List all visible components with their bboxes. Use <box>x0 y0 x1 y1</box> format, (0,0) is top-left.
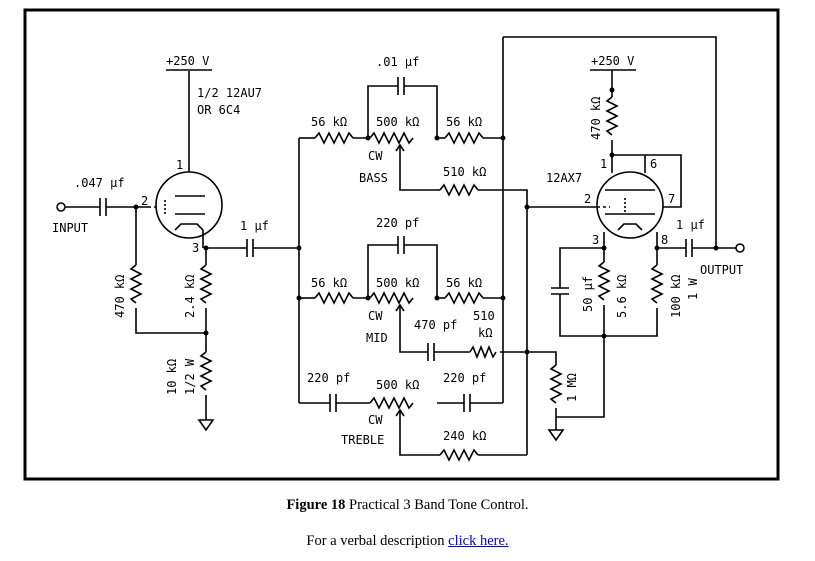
output-cap <box>685 239 693 257</box>
treble-output-resistor <box>439 448 479 462</box>
label-supply-right: +250 V <box>591 54 634 68</box>
label-tube-left-1: 1/2 12AU7 <box>197 86 262 100</box>
label-input-cap: .047 µf <box>74 176 125 190</box>
label-grid-resistor-a: 470 kΩ <box>113 275 127 318</box>
label-pin1-right: 1 <box>600 157 607 171</box>
figure-title: Practical 3 Band Tone Control. <box>349 497 529 513</box>
plate-resistor-470k <box>605 96 619 136</box>
treble-pot <box>369 396 414 410</box>
cathode-resistor-5k6 <box>597 261 611 301</box>
label-input: INPUT <box>52 221 88 235</box>
label-pin7-right: 7 <box>668 192 675 206</box>
ground-right <box>547 429 565 442</box>
bass-cap <box>397 77 405 95</box>
label-treble-pot: 500 kΩ <box>376 378 419 392</box>
bass-resistor-right <box>444 131 484 145</box>
diagram-frame <box>23 8 780 481</box>
label-pin3-right: 3 <box>592 233 599 247</box>
label-bass-r-left: 56 kΩ <box>311 115 347 129</box>
label-treble-cap-right: 220 pf <box>443 371 486 385</box>
figure-caption: Figure 18 Practical 3 Band Tone Control. <box>0 497 815 514</box>
label-pin3-left: 3 <box>192 241 199 255</box>
schematic-labels: +250 V 1/2 12AU7 OR 6C4 .047 µf INPUT 2 … <box>52 54 743 447</box>
figure-number: Figure 18 <box>286 497 346 513</box>
label-mid-cap: 220 pf <box>376 216 419 230</box>
tone-network <box>296 36 717 462</box>
verbal-description-text: For a verbal description <box>306 533 445 549</box>
label-mid-r-right: 56 kΩ <box>446 276 482 290</box>
label-mid-cw: CW <box>368 309 383 323</box>
label-bass-cap: .01 µf <box>376 55 419 69</box>
label-treble: TREBLE <box>341 433 384 447</box>
verbal-description-link[interactable]: click here. <box>448 533 509 549</box>
label-load-resistor-1: 100 kΩ <box>669 275 683 318</box>
bass-pot <box>369 131 414 145</box>
input-stage <box>56 69 302 432</box>
label-plate-resistor: 470 kΩ <box>589 97 603 140</box>
mid-resistor-right <box>444 291 484 305</box>
output-terminal <box>735 243 745 253</box>
label-cathode-resistor-c: 5.6 kΩ <box>615 275 629 318</box>
label-supply-left: +250 V <box>166 54 209 68</box>
label-treble-cap-left: 220 pf <box>307 371 350 385</box>
bass-resistor-left <box>314 131 354 145</box>
label-cathode-cap: 50 µf <box>581 276 595 312</box>
treble-cap-left <box>329 394 337 412</box>
label-pin6-right: 6 <box>650 157 657 171</box>
tube-12au7 <box>155 171 223 239</box>
label-bass-cw: CW <box>368 149 383 163</box>
label-cathode-resistor-b2: 1/2 W <box>183 358 197 395</box>
label-tube-left-2: OR 6C4 <box>197 103 240 117</box>
tube-12ax7 <box>596 171 664 239</box>
label-bass-r-out: 510 kΩ <box>443 165 486 179</box>
output-stage <box>524 69 745 442</box>
label-output: OUTPUT <box>700 263 743 277</box>
grid-resistor-470k <box>129 264 143 304</box>
verbal-description-line: For a verbal description click here. <box>0 533 815 550</box>
tone-control-schematic: +250 V 1/2 12AU7 OR 6C4 .047 µf INPUT 2 … <box>23 8 780 481</box>
label-mid: MID <box>366 331 388 345</box>
label-bass-pot: 500 kΩ <box>376 115 419 129</box>
label-treble-cw: CW <box>368 413 383 427</box>
mid-cap <box>397 236 405 254</box>
ground-left <box>197 419 215 432</box>
label-mid-r-out-2: kΩ <box>478 326 492 340</box>
label-mid-cap-out: 470 pf <box>414 318 457 332</box>
label-mid-r-out-1: 510 <box>473 309 495 323</box>
cathode-bypass-cap <box>551 287 569 295</box>
label-mid-pot: 500 kΩ <box>376 276 419 290</box>
label-output-cap: 1 µf <box>676 218 705 232</box>
label-cathode-resistor-b1: 10 kΩ <box>165 359 179 395</box>
label-mid-r-left: 56 kΩ <box>311 276 347 290</box>
label-pin8-right: 8 <box>661 233 668 247</box>
input-terminal <box>56 202 66 212</box>
mid-output-cap <box>427 343 435 361</box>
label-pin2-right: 2 <box>584 192 591 206</box>
label-pin2-left: 2 <box>141 194 148 208</box>
label-grid-resistor-b: 1 MΩ <box>565 373 579 402</box>
label-coupling-cap: 1 µf <box>240 219 269 233</box>
label-tube-right: 12AX7 <box>546 171 582 185</box>
mid-pot <box>369 291 414 305</box>
label-treble-r-out: 240 kΩ <box>443 429 486 443</box>
mid-resistor-left <box>314 291 354 305</box>
label-cathode-resistor-a: 2.4 kΩ <box>183 275 197 318</box>
load-resistor-100k <box>650 264 664 304</box>
label-bass: BASS <box>359 171 388 185</box>
label-load-resistor-2: 1 W <box>686 278 700 300</box>
label-bass-r-right: 56 kΩ <box>446 115 482 129</box>
label-pin1-left: 1 <box>176 158 183 172</box>
treble-cap-right <box>463 394 471 412</box>
bass-output-resistor <box>439 183 479 197</box>
grid-resistor-1m <box>549 364 563 404</box>
cathode-resistor-10k <box>199 351 213 391</box>
cathode-resistor-2k4 <box>199 264 213 304</box>
mid-output-resistor <box>469 344 497 360</box>
